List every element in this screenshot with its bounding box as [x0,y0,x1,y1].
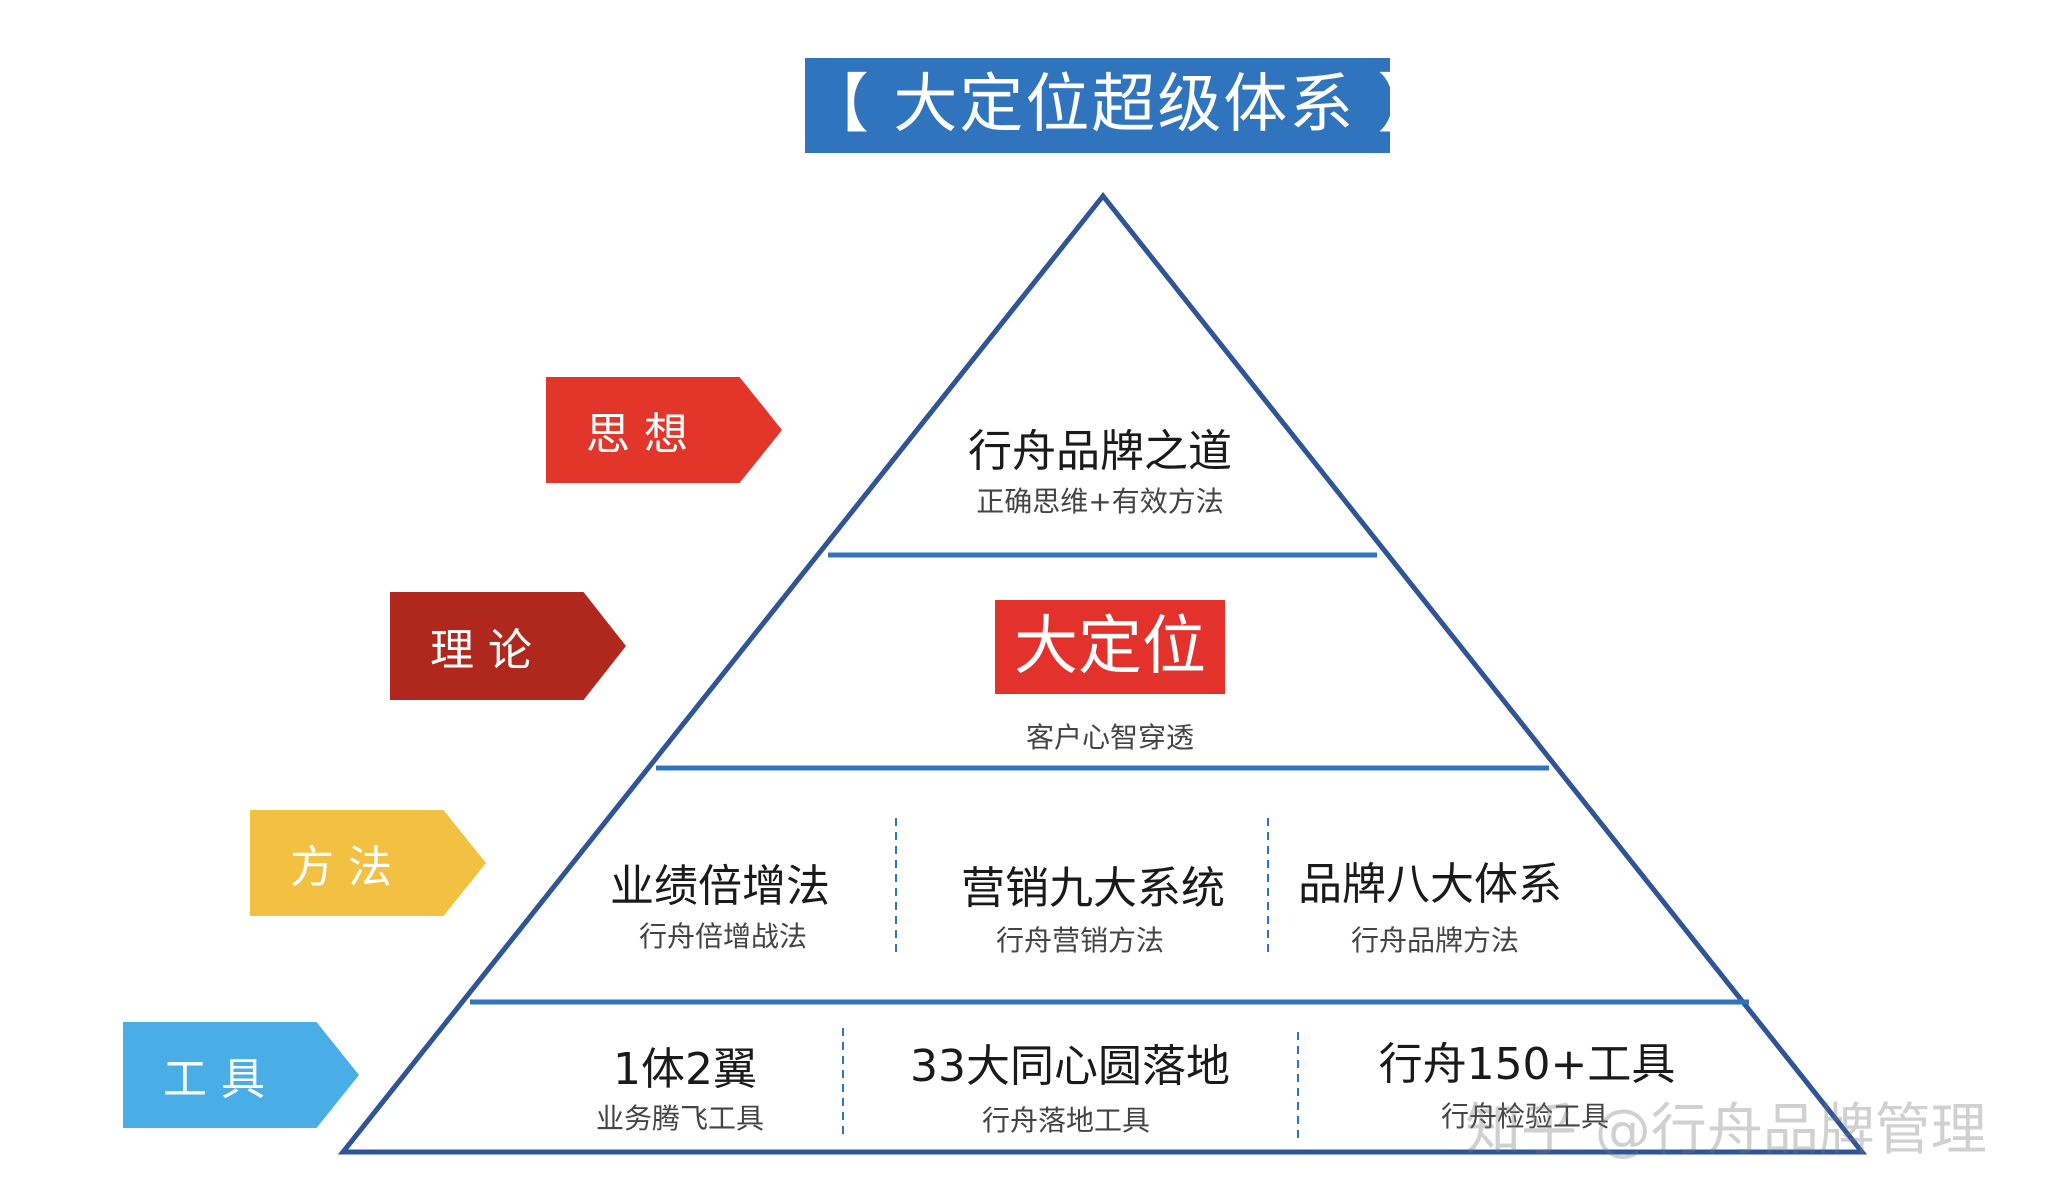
title-text: 【 大定位超级体系 】 [805,68,1444,142]
theory-heading-highlight: 大定位 [995,600,1225,694]
tag-theory: 理论 [390,592,626,700]
theory-heading: 大定位 [1014,610,1206,684]
tag-tool: 工具 [123,1022,359,1128]
pyramid-outline [337,191,1868,1155]
thought-sub: 正确思维+有效方法 [976,485,1224,518]
tool-item-1-sub: 业务腾飞工具 [595,1102,765,1135]
tag-thought-label: 思想 [586,409,702,460]
method-item-3-heading: 品牌八大体系 [1298,859,1562,910]
tag-tool-label: 工具 [163,1054,279,1105]
tag-method: 方法 [250,810,486,916]
tag-thought: 思想 [546,377,782,483]
method-item-1-sub: 行舟倍增战法 [638,920,808,953]
tag-theory-label: 理论 [430,625,546,676]
tool-item-2-heading: 33大同心圆落地 [910,1041,1230,1092]
theory-sub: 客户心智穿透 [1025,721,1195,754]
thought-heading: 行舟品牌之道 [968,426,1232,477]
title-banner: 【 大定位超级体系 】 [805,58,1442,153]
tool-item-1-heading: 1体2翼 [613,1044,757,1095]
tool-item-3-sub: 行舟检验工具 [1440,1100,1610,1133]
watermark: 知乎 @行舟品牌管理 [1465,1098,1987,1163]
method-item-1-heading: 业绩倍增法 [610,861,830,912]
method-item-3-sub: 行舟品牌方法 [1350,924,1520,957]
tag-method-label: 方法 [290,842,406,893]
tool-item-3-heading: 行舟150+工具 [1378,1039,1676,1090]
tool-item-2-sub: 行舟落地工具 [981,1104,1151,1137]
method-item-2-sub: 行舟营销方法 [995,924,1165,957]
method-item-2-heading: 营销九大系统 [961,863,1225,914]
